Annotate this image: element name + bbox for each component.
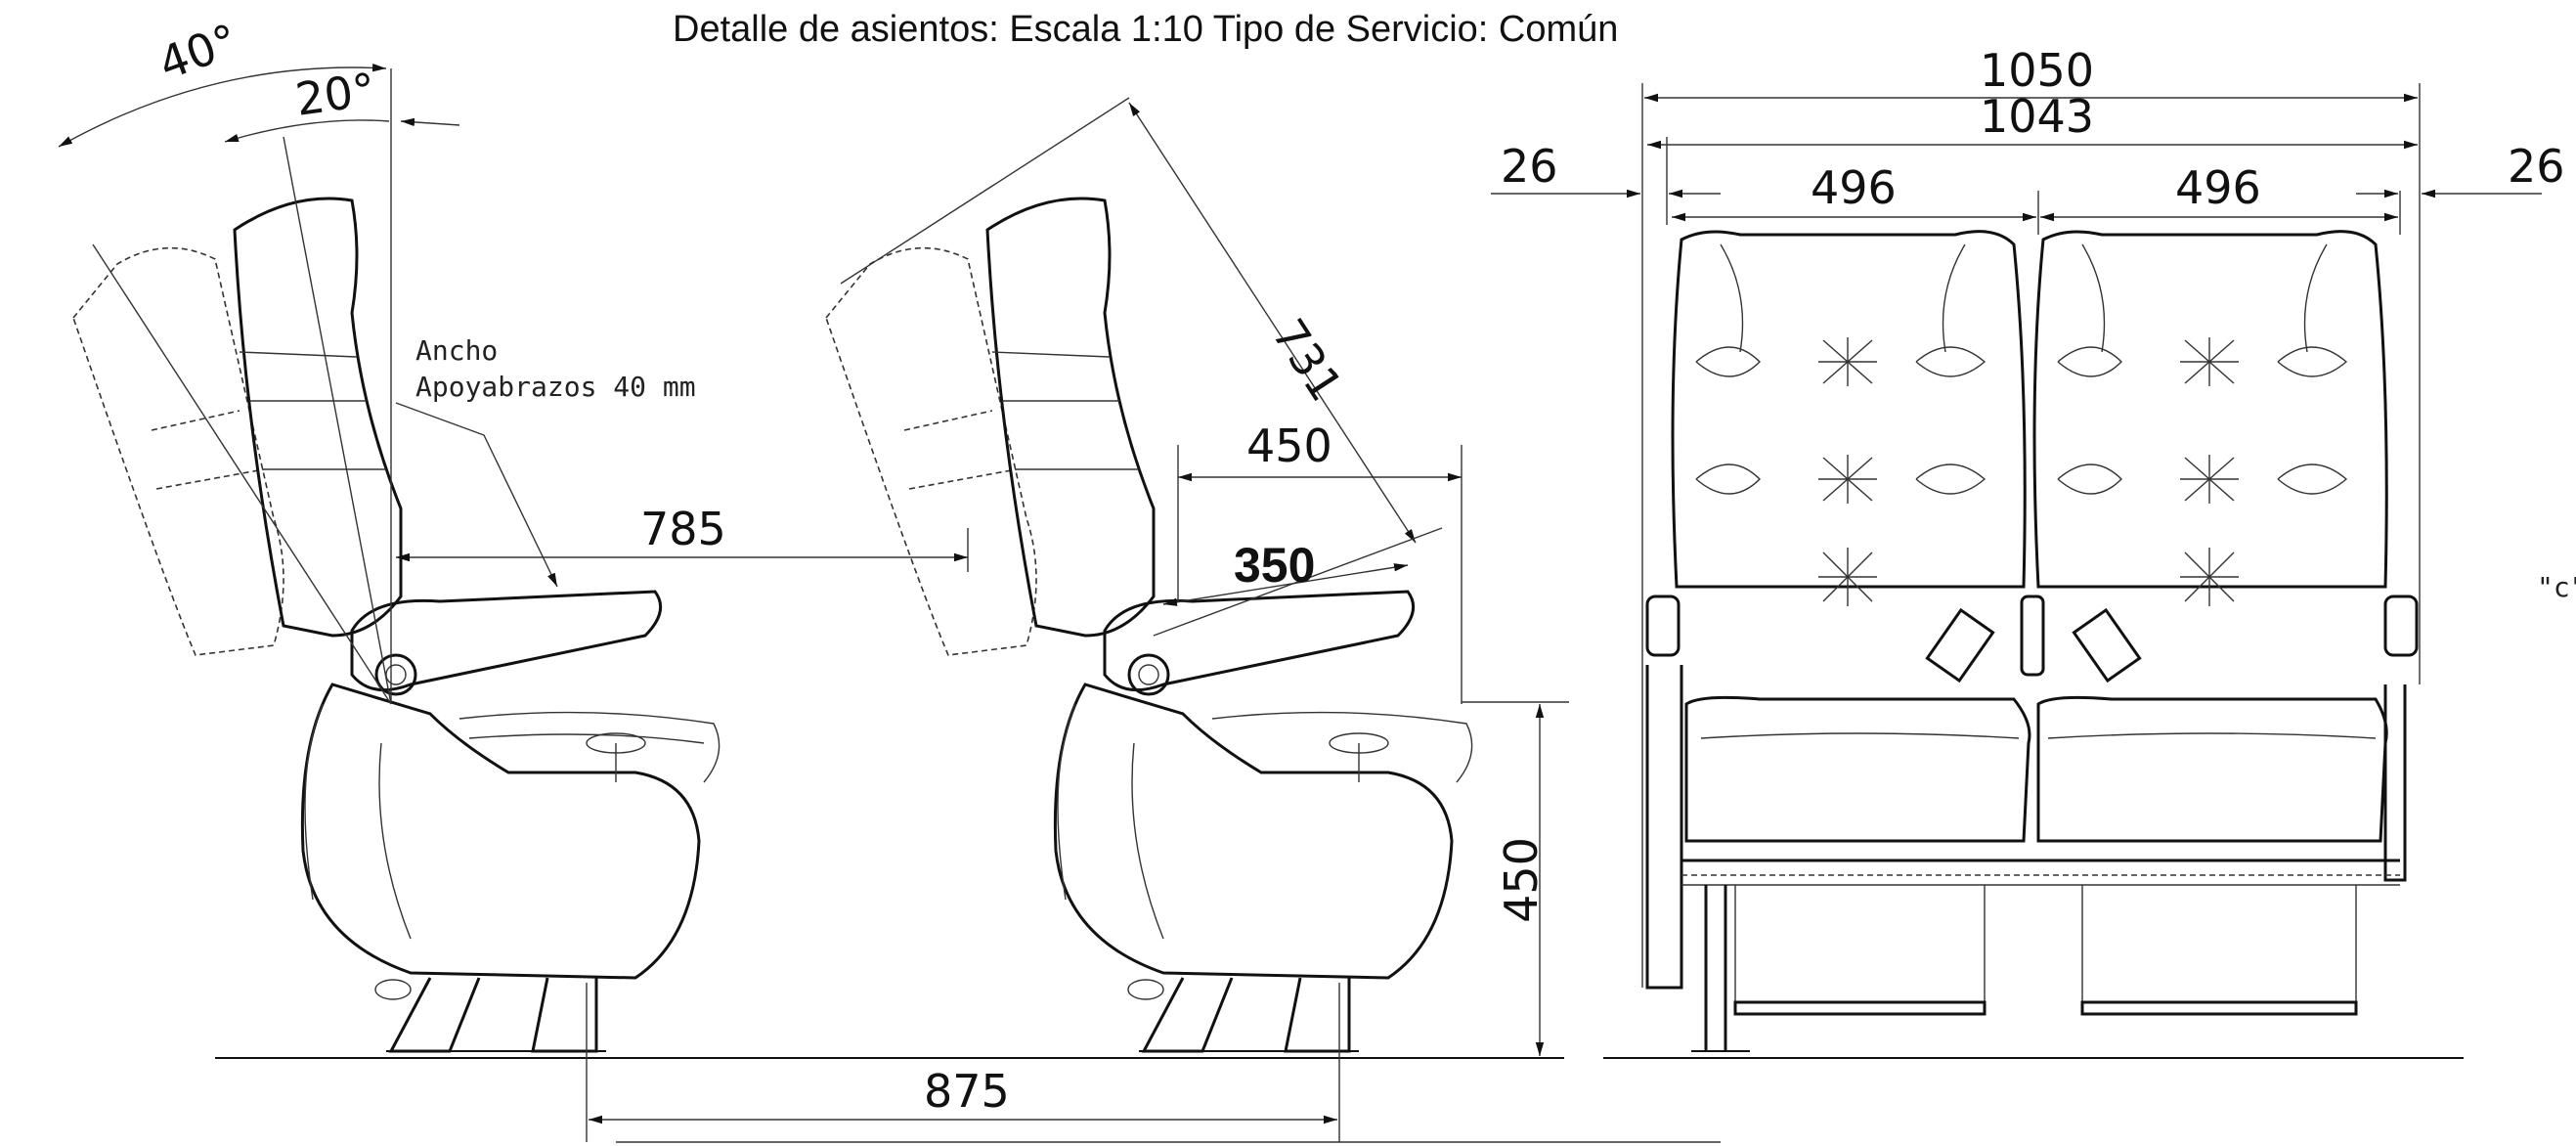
front-side-frame-left [1645, 665, 1683, 990]
seat-cushion-body [300, 683, 701, 980]
front-seat-cushion-right [2036, 695, 2388, 843]
angle-20-label: 20° [292, 63, 378, 126]
dimension-26-right: 26 [2508, 140, 2565, 193]
dimension-496-left: 496 [1811, 161, 1897, 214]
pitch-dimension: 875 [586, 983, 1721, 1143]
armrest [350, 590, 663, 692]
dimension-26-left: 26 [1501, 140, 1558, 193]
backrest-outline-2 [985, 197, 1156, 638]
front-view-double-seat: 1050 1043 26 26 496 496 [1491, 44, 2565, 1052]
dimension-875: 875 [924, 1065, 1010, 1118]
dimension-785: 785 [640, 503, 726, 555]
dimension-450-height: 450 [1495, 837, 1548, 923]
dimension-1050: 1050 [1980, 44, 2094, 97]
front-side-frame-right [2383, 684, 2407, 882]
dimension-731: 731 [1262, 310, 1353, 411]
recline-pivot [374, 653, 417, 696]
side-view-seat-right: 731 450 350 450 [825, 97, 1569, 1056]
armrest-2 [1103, 590, 1416, 692]
backrest-outline [233, 197, 403, 638]
front-armrest-right [2383, 595, 2419, 657]
footrest-right [2080, 1000, 2358, 1016]
recline-pivot-2 [1127, 653, 1170, 696]
dimension-1043: 1043 [1980, 90, 2094, 143]
footrest-left [1733, 1000, 1987, 1016]
front-armrest-middle [2020, 595, 2045, 677]
front-backrest-right [2032, 230, 2388, 589]
dimension-496-right: 496 [2175, 161, 2261, 214]
dimension-450-top: 450 [1246, 419, 1332, 472]
view-marker-c: "c" [2537, 571, 2576, 603]
seat-leg-left-2 [1141, 977, 1234, 1053]
front-seat-cushion-left [1684, 695, 2031, 843]
seatbelt-buckle-right [2072, 607, 2142, 683]
dimension-350: 350 [1234, 538, 1315, 593]
reclined-backrest-outline [72, 246, 284, 656]
seat-cushion-body-2 [1053, 683, 1454, 980]
annotation-apoyabrazos: Apoyabrazos 40 mm [415, 371, 696, 403]
front-armrest-left [1645, 595, 1681, 657]
angle-40-label: 40° [152, 14, 244, 91]
seat-leg-left [388, 977, 481, 1053]
drawing-title: Detalle de asientos: Escala 1:10 Tipo de… [673, 9, 1618, 50]
front-backrest-left [1671, 230, 2027, 589]
side-view-seat-left: 40° 20° Ancho Apoyabrazos 40 mm 785 [58, 14, 969, 1053]
annotation-ancho: Ancho [415, 334, 498, 367]
reclined-backrest-outline-2 [825, 246, 1037, 656]
seatbelt-buckle-left [1925, 607, 1995, 683]
